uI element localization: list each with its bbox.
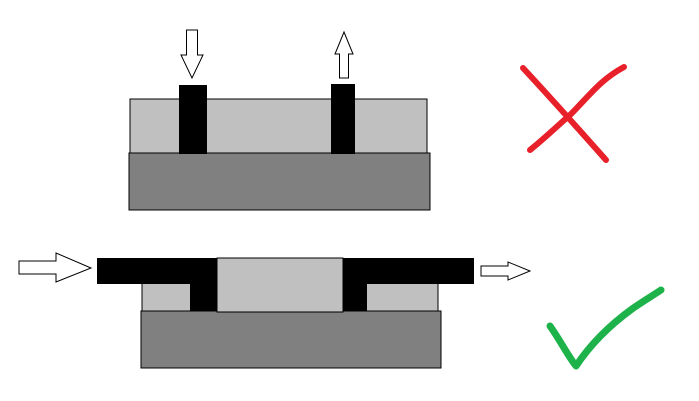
top-base-block [128, 152, 431, 211]
bottom-base-block [140, 310, 442, 369]
bottom-center-light-block [216, 257, 344, 313]
bottom-channel-plate [97, 258, 217, 311]
cross-icon [520, 64, 627, 163]
down-arrow-icon [180, 29, 204, 80]
top-inlet-channel [179, 85, 207, 154]
incorrect-configuration [128, 29, 431, 211]
correct-configuration [18, 252, 532, 369]
check-icon [546, 286, 665, 370]
right-arrow-inlet-icon [18, 252, 93, 283]
bottom-channel-plate-right [343, 258, 474, 311]
up-arrow-icon [334, 30, 354, 79]
right-arrow-outlet-icon [480, 261, 532, 281]
top-light-block [129, 98, 428, 155]
top-outlet-channel [331, 84, 355, 154]
